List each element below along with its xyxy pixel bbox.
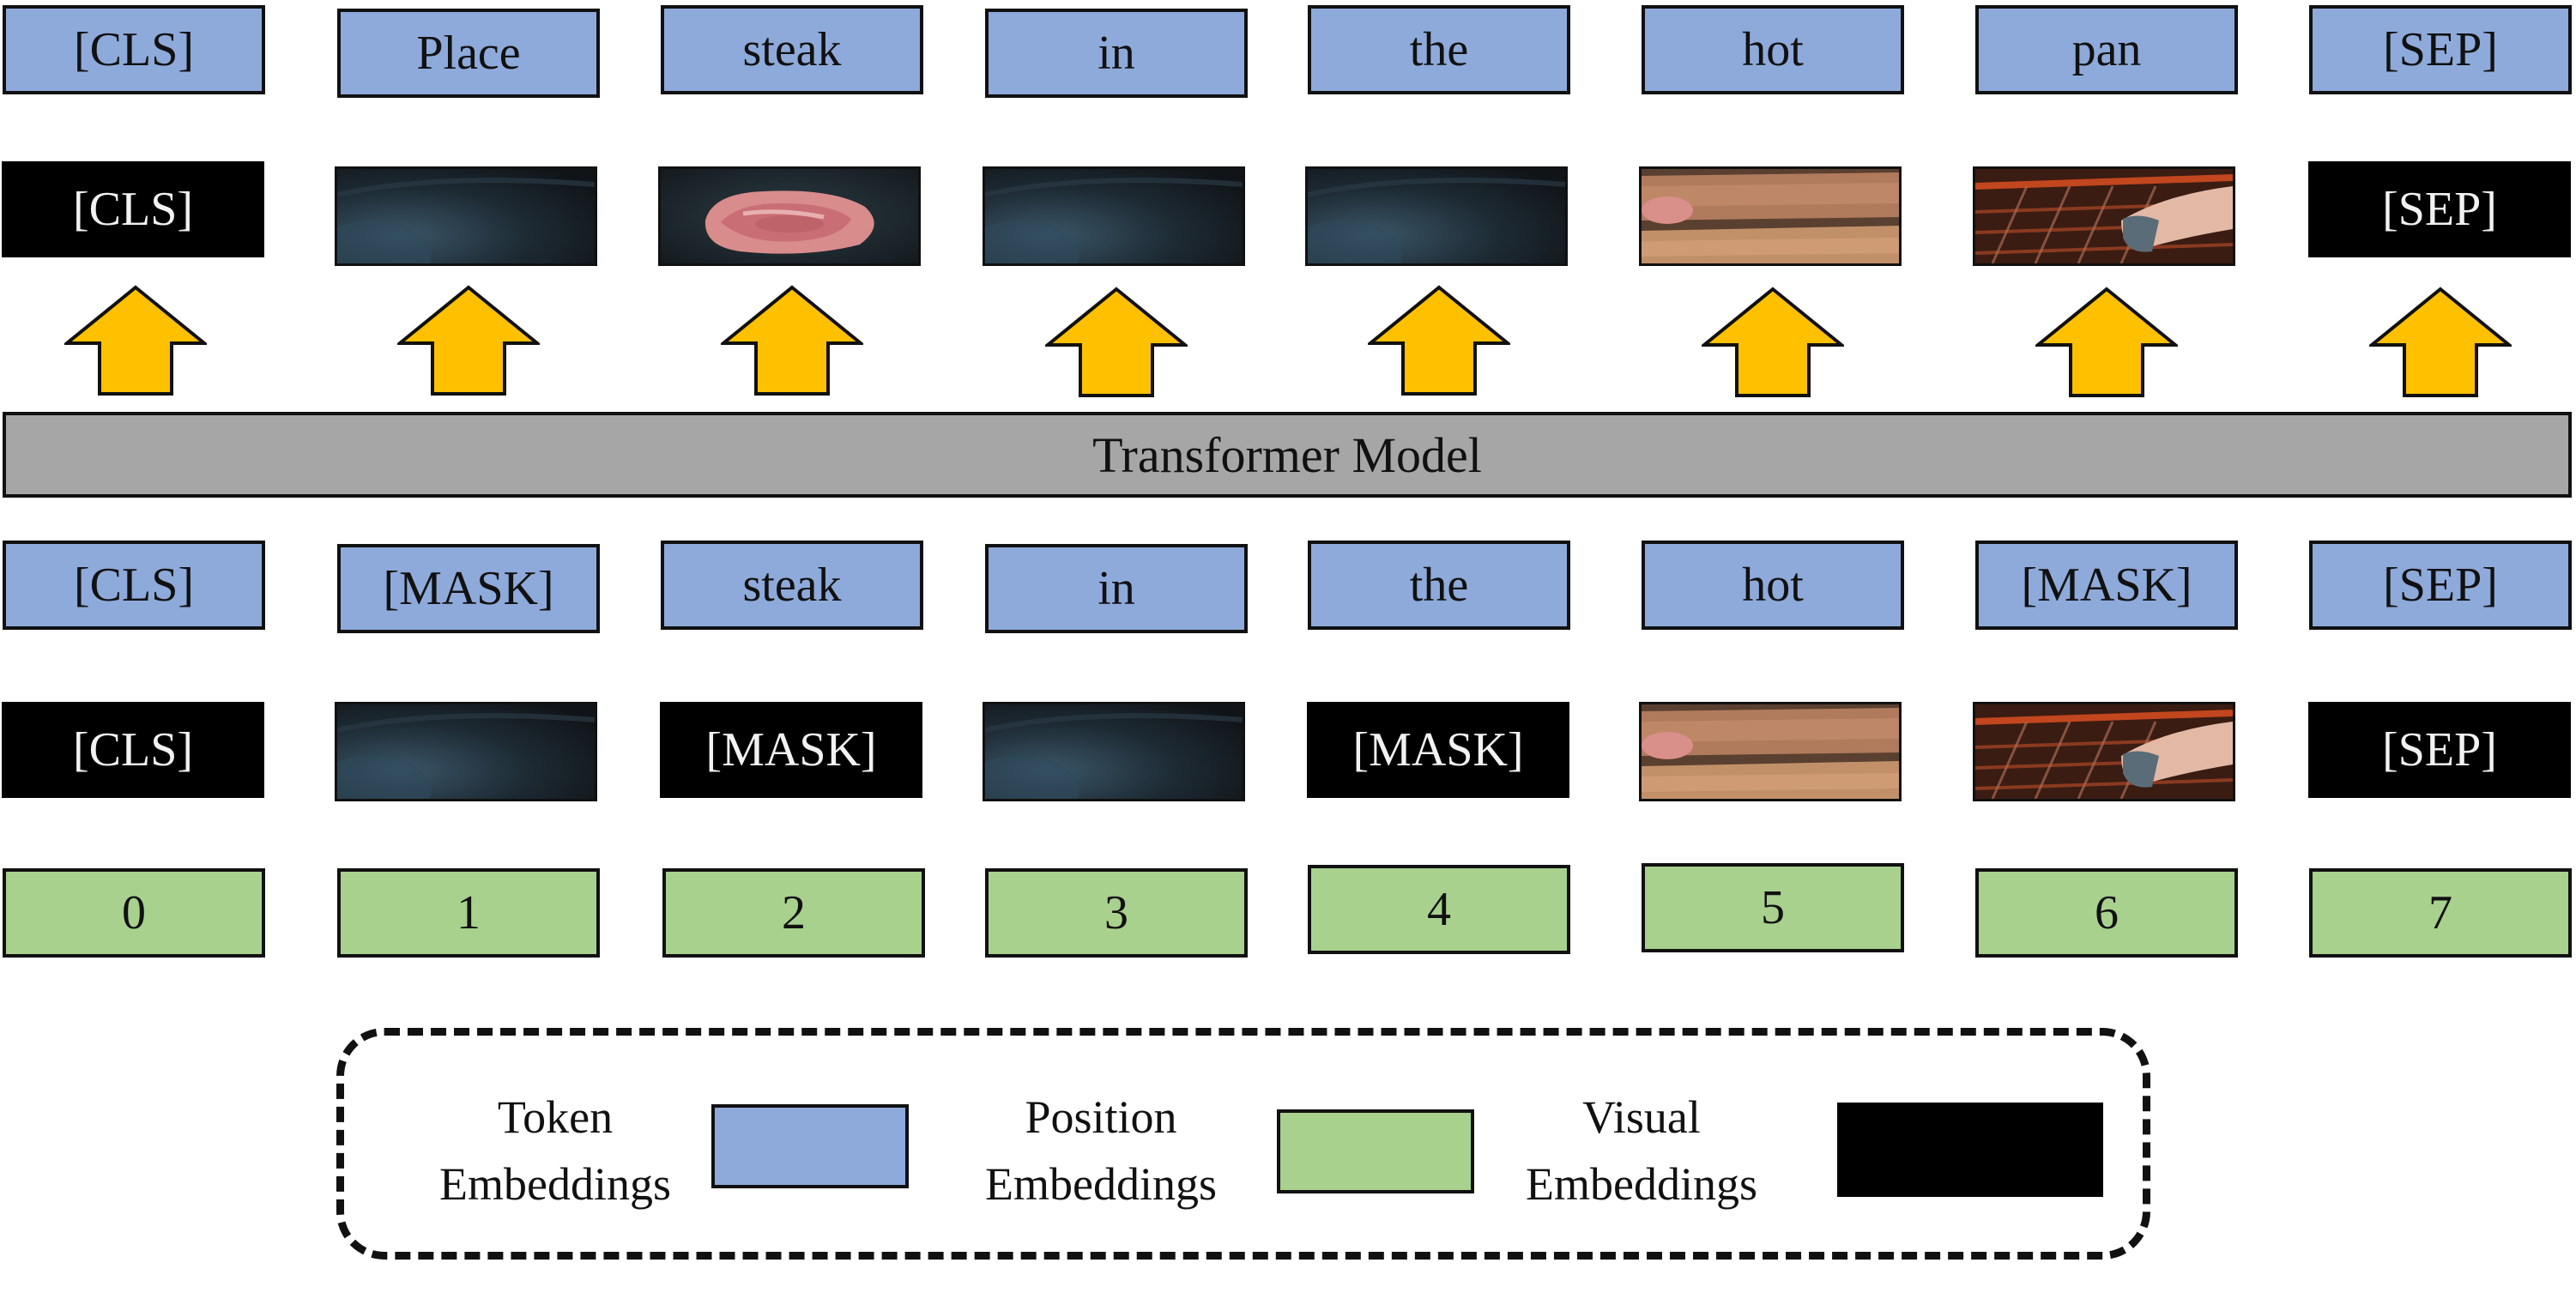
- up-arrow-icon: [1702, 287, 1844, 398]
- up-arrow-icon: [2369, 287, 2512, 398]
- up-arrow-icon: [721, 285, 863, 396]
- input-token-box: [CLS]: [3, 541, 265, 630]
- legend-token-line1: Token: [497, 1091, 614, 1143]
- input-visual-embedding: [CLS]: [2, 702, 264, 798]
- input-visual-embedding: [SEP]: [2308, 702, 2571, 798]
- output-visual-embedding: [CLS]: [2, 161, 264, 257]
- input-token-box: hot: [1642, 541, 1904, 630]
- input-visual-frame: [1639, 702, 1902, 801]
- input-visual-embedding: [MASK]: [1307, 702, 1569, 798]
- output-visual-frame: [1973, 166, 2235, 266]
- up-arrow-icon: [64, 285, 207, 396]
- output-token-box: hot: [1642, 5, 1904, 94]
- input-visual-frame: [335, 702, 597, 801]
- up-arrow-icon: [1045, 287, 1188, 398]
- legend-position-swatch: [1277, 1109, 1474, 1193]
- output-visual-frame: [983, 166, 1245, 266]
- output-visual-embedding: [SEP]: [2308, 161, 2571, 257]
- output-token-box: the: [1308, 5, 1570, 94]
- output-visual-frame: [1305, 166, 1568, 266]
- input-token-box: the: [1308, 541, 1570, 630]
- legend: Token Embeddings Position Embeddings Vis…: [336, 1028, 2150, 1260]
- position-embedding-box: 1: [337, 868, 600, 958]
- input-token-box: [SEP]: [2309, 541, 2572, 630]
- legend-token-line2: Embeddings: [439, 1158, 671, 1210]
- input-token-box: steak: [661, 541, 923, 630]
- position-embedding-box: 6: [1975, 868, 2238, 958]
- legend-position-line2: Embeddings: [985, 1158, 1217, 1210]
- input-token-box: in: [985, 544, 1248, 633]
- legend-visual-line1: Visual: [1582, 1091, 1701, 1143]
- output-token-box: steak: [661, 5, 923, 94]
- up-arrow-icon: [2035, 287, 2178, 398]
- legend-visual-label: Visual Embeddings: [1504, 1084, 1779, 1217]
- output-token-box: pan: [1975, 5, 2238, 94]
- position-embedding-box: 0: [3, 868, 265, 958]
- output-token-box: [CLS]: [3, 5, 265, 94]
- output-visual-frame: [658, 166, 921, 266]
- position-embedding-box: 2: [662, 868, 925, 958]
- output-visual-frame: [335, 166, 597, 266]
- up-arrow-icon: [1368, 285, 1510, 396]
- legend-token-swatch: [711, 1104, 909, 1188]
- legend-visual-swatch: [1837, 1103, 2103, 1197]
- position-embedding-box: 5: [1642, 863, 1904, 952]
- legend-position-label: Position Embeddings: [964, 1084, 1238, 1217]
- output-token-box: Place: [337, 9, 600, 98]
- transformer-model-block: Transformer Model: [3, 412, 2572, 498]
- output-visual-frame: [1639, 166, 1902, 266]
- legend-visual-line2: Embeddings: [1526, 1158, 1757, 1210]
- position-embedding-box: 7: [2309, 868, 2572, 958]
- output-token-box: [SEP]: [2309, 5, 2572, 94]
- up-arrow-icon: [397, 285, 540, 396]
- input-visual-embedding: [MASK]: [660, 702, 922, 798]
- legend-position-line1: Position: [1025, 1091, 1177, 1143]
- position-embedding-box: 3: [985, 868, 1248, 958]
- input-token-box: [MASK]: [1975, 541, 2238, 630]
- output-token-box: in: [985, 9, 1248, 98]
- legend-token-label: Token Embeddings: [426, 1084, 684, 1217]
- input-visual-frame: [1973, 702, 2235, 801]
- input-token-box: [MASK]: [337, 544, 600, 633]
- position-embedding-box: 4: [1308, 865, 1570, 954]
- input-visual-frame: [983, 702, 1245, 801]
